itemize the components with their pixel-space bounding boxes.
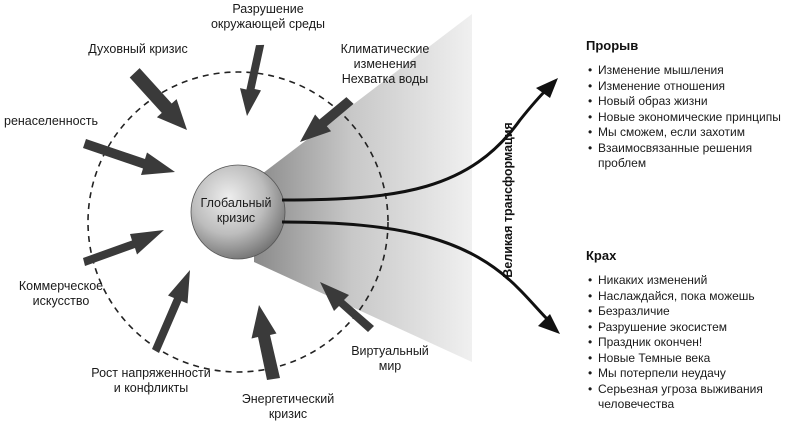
list-item: Новые экономические принципы: [586, 110, 790, 126]
list-item: Изменение мышления: [586, 63, 790, 79]
arrow-spiritual: [129, 68, 187, 130]
list-item: Наслаждайся, пока можешь: [586, 289, 790, 305]
breakthrough-section: Прорыв Изменение мышления Изменение отно…: [586, 38, 790, 172]
breakthrough-path: [281, 86, 550, 202]
arrow-virtual: [320, 282, 374, 332]
collapse-arrowhead: [538, 314, 560, 334]
collapse-title: Крах: [586, 248, 617, 263]
label-commerce: Коммерческое искусство: [18, 279, 104, 308]
breakthrough-title: Прорыв: [586, 38, 639, 53]
label-tension: Рост напряженности и конфликты: [91, 366, 211, 395]
list-item: Никаких изменений: [586, 273, 790, 289]
label-virtual: Виртуальный мир: [351, 344, 429, 373]
breakthrough-list: Изменение мышления Изменение отношения Н…: [586, 63, 790, 172]
transformation-label: Великая трансформация: [501, 122, 515, 278]
list-item: Новый образ жизни: [586, 94, 790, 110]
arrow-climate: [300, 97, 354, 142]
collapse-path: [281, 220, 552, 324]
label-environment: Разрушение окружающей среды: [210, 2, 326, 31]
arrow-environment: [240, 44, 265, 116]
list-item: Разрушение экосистем: [586, 320, 790, 336]
label-spiritual: Духовный кризис: [88, 42, 188, 56]
arrow-tension: [152, 270, 190, 353]
breakthrough-arrowhead: [536, 78, 558, 98]
list-item: Мы потерпели неудачу: [586, 366, 790, 382]
arrow-commerce: [83, 230, 164, 266]
collapse-section: Крах Никаких изменений Наслаждайся, пока…: [586, 248, 790, 413]
list-item: Праздник окончен!: [586, 335, 790, 351]
global-crisis-label: Глобальный кризис: [200, 196, 272, 225]
list-item: Новые Темные века: [586, 351, 790, 367]
list-item: Серьезная угроза выживания человечества: [586, 382, 790, 413]
label-overpopulation: ренаселенность: [4, 114, 99, 128]
collapse-list: Никаких изменений Наслаждайся, пока може…: [586, 273, 790, 413]
pressure-arrows: [83, 44, 374, 380]
list-item: Безразличие: [586, 304, 790, 320]
arrow-energy: [251, 305, 280, 380]
label-climate: Климатические изменения Нехватка воды: [340, 42, 430, 86]
list-item: Изменение отношения: [586, 79, 790, 95]
list-item: Взаимосвязанные решения проблем: [586, 141, 790, 172]
dashed-boundary-circle: [87, 71, 389, 373]
global-crisis-sphere: [190, 164, 286, 260]
arrow-overpopulation: [83, 139, 175, 175]
label-energy: Энергетический кризис: [241, 392, 335, 421]
list-item: Мы сможем, если захотим: [586, 125, 790, 141]
transformation-cone: [254, 14, 472, 362]
